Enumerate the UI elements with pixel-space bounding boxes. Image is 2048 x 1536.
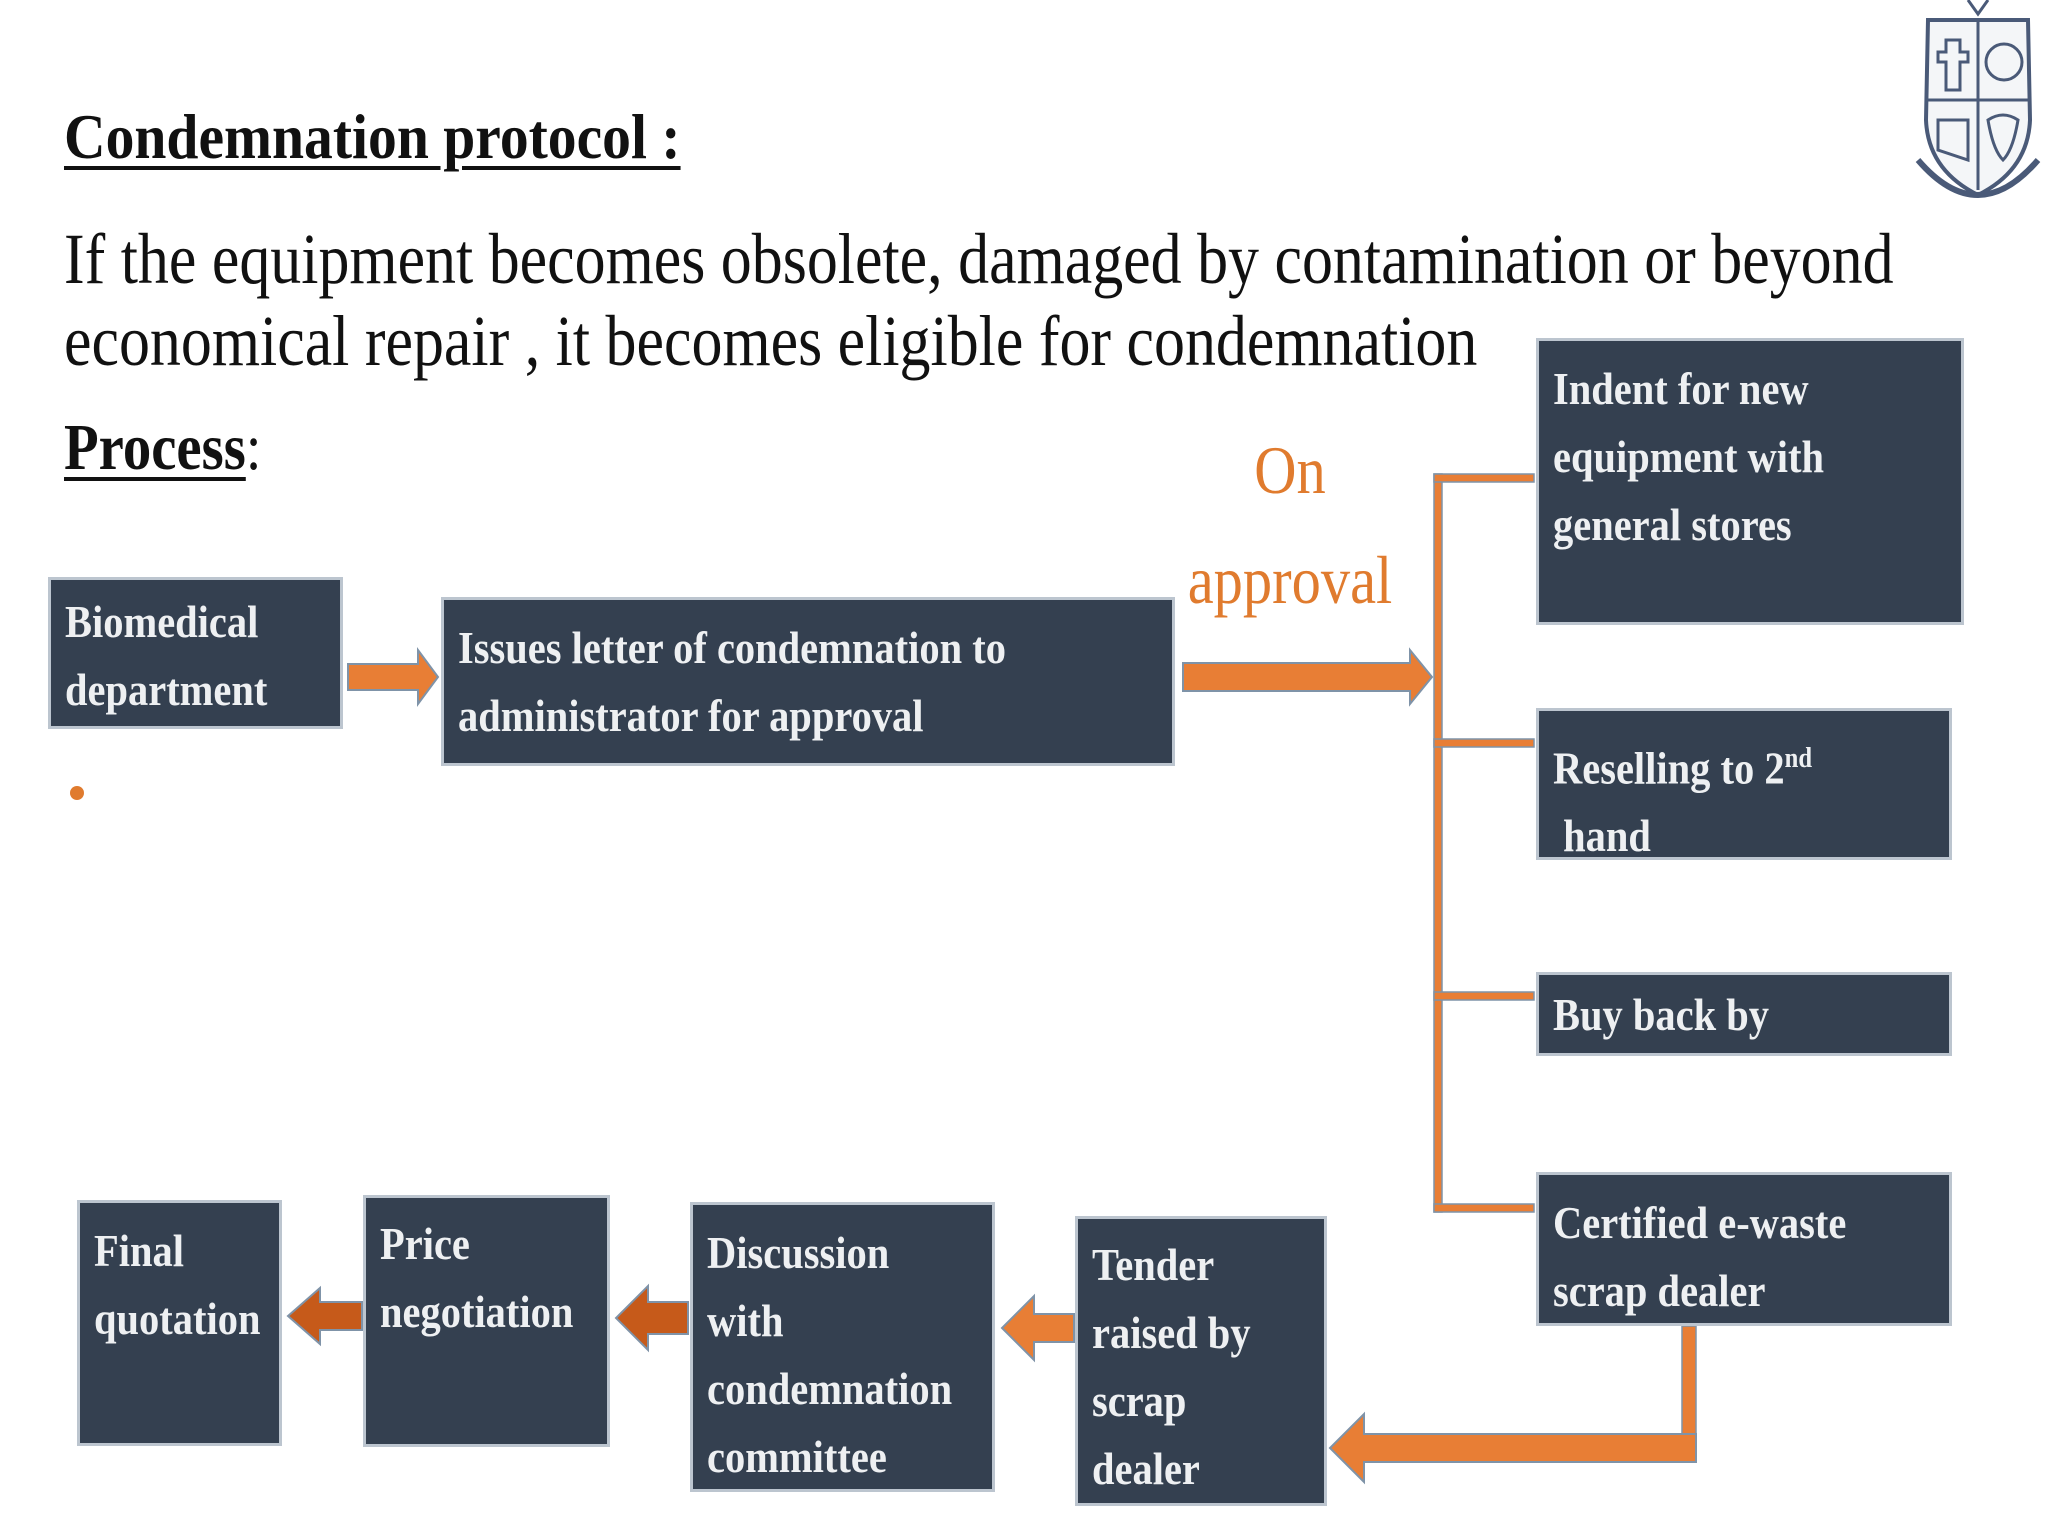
box-tender: Tender raised by scrap dealer — [1075, 1216, 1327, 1506]
approval-line-1: On — [1254, 432, 1326, 508]
box-discussion: Discussion with condemnation committee — [690, 1202, 995, 1492]
arrow-issues-to-branch — [1182, 647, 1434, 707]
bullet-dot — [70, 786, 84, 800]
box-indent-new-equipment: Indent for new equipment with general st… — [1536, 338, 1964, 625]
box-issues-label: Issues letter of condemnation to adminis… — [458, 622, 1006, 741]
reselling-suffix: hand — [1553, 810, 1651, 860]
arrow-biomedical-to-issues — [347, 646, 440, 708]
box-biomedical-label: Biomedical department — [65, 596, 268, 715]
process-colon: : — [245, 411, 262, 484]
on-approval-label: On approval — [1170, 415, 1411, 635]
arrow-discussion-to-price — [614, 1283, 689, 1353]
box-final-quotation: Final quotation — [77, 1200, 282, 1446]
arrow-certified-to-tender — [1328, 1411, 1697, 1485]
box-indent-label: Indent for new equipment with general st… — [1553, 363, 1825, 550]
approval-line-2: approval — [1187, 542, 1393, 618]
box-certified-label: Certified e-waste scrap dealer — [1553, 1197, 1847, 1316]
box-final-label: Final quotation — [94, 1225, 261, 1344]
intro-text: If the equipment becomes obsolete, damag… — [64, 218, 1894, 382]
box-price-negotiation: Price negotiation — [363, 1195, 610, 1447]
box-tender-label: Tender raised by scrap dealer — [1092, 1239, 1251, 1494]
box-reselling: Reselling to 2nd handdealers — [1536, 708, 1952, 860]
reselling-sup: nd — [1784, 743, 1813, 774]
arrow-price-to-final — [286, 1285, 363, 1347]
branch-vertical-line — [1433, 473, 1443, 1213]
branch-to-certified — [1433, 1203, 1535, 1213]
process-label: Process — [64, 411, 246, 484]
box-issues-letter: Issues letter of condemnation to adminis… — [441, 597, 1175, 766]
intro-line-2: economical repair , it becomes eligible … — [64, 301, 1478, 381]
branch-to-indent — [1433, 473, 1535, 483]
box-price-label: Price negotiation — [380, 1218, 574, 1337]
box-certified-ewaste: Certified e-waste scrap dealer — [1536, 1172, 1952, 1326]
reselling-prefix: Reselling to 2 — [1553, 742, 1785, 794]
box-biomedical-department: Biomedical department — [48, 577, 343, 729]
branch-to-buyback — [1433, 991, 1535, 1001]
college-crest-logo-icon — [1915, 0, 2041, 198]
process-heading: Process: — [64, 410, 262, 486]
box-buyback-label: Buy back by vendors — [1553, 989, 1769, 1040]
branch-to-reselling — [1433, 738, 1535, 748]
box-reselling-text: Reselling to 2nd handdealers — [1553, 725, 1891, 860]
box-discussion-label: Discussion with condemnation committee — [707, 1227, 953, 1482]
intro-line-1: If the equipment becomes obsolete, damag… — [64, 219, 1894, 299]
arrow-tender-to-discussion — [1000, 1293, 1075, 1363]
box-buy-back: Buy back by vendors — [1536, 972, 1952, 1056]
slide-title: Condemnation protocol : — [64, 101, 681, 172]
